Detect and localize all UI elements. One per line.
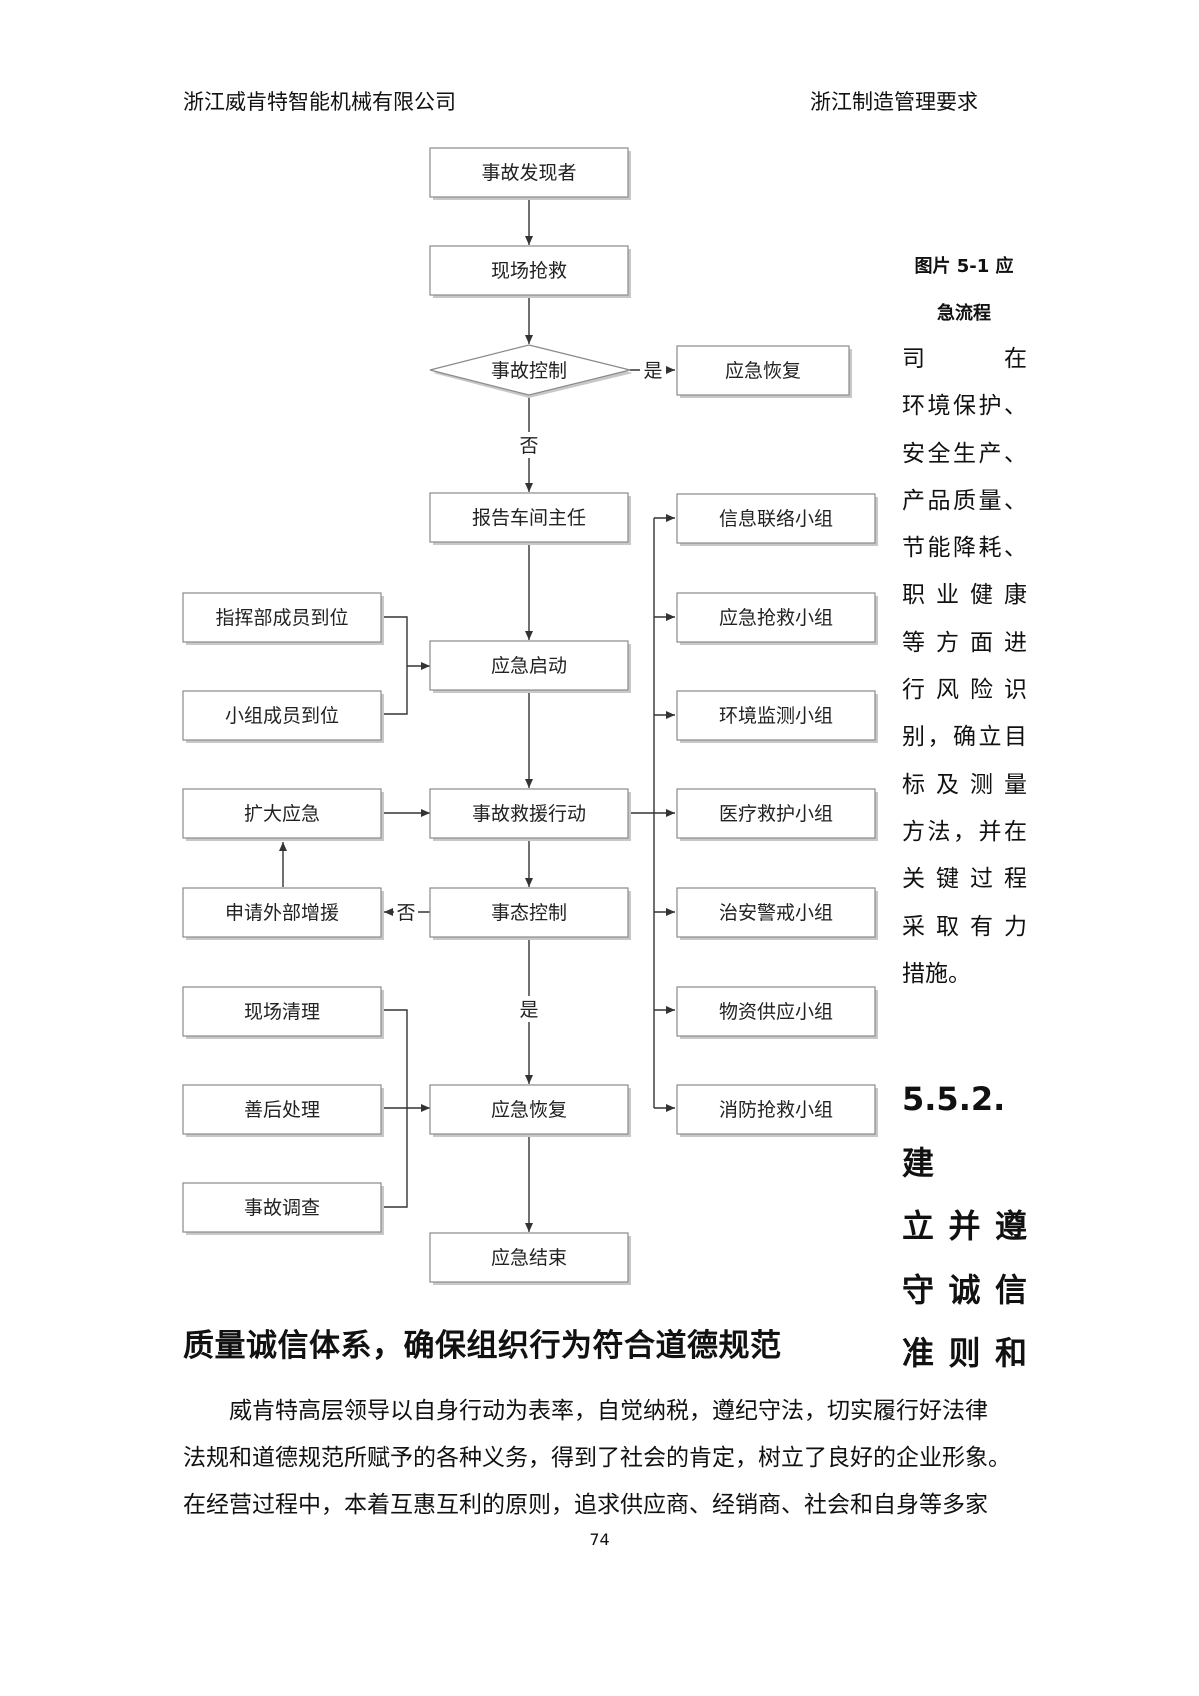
svg-text:事故救援行动: 事故救援行动 [472,803,586,825]
side-line: 关键过程 [902,866,1027,893]
node-site-cleanup: 现场清理 [182,986,384,1039]
side-line: 安全生产、 [902,440,1027,467]
node-rescue-action: 事故救援行动 [429,788,631,841]
node-emergency-recovery: 应急恢复 [429,1084,631,1137]
yes-label-1: 是 [643,360,662,382]
figure-caption-line1: 图片 5-1 应 [914,256,1014,277]
node-emergency-end: 应急结束 [429,1232,631,1285]
svg-text:申请外部增援: 申请外部增援 [225,902,339,924]
paragraph-line: 威肯特高层领导以自身行动为表率，自觉纳税，遵纪守法，切实履行好法律 [183,1398,988,1424]
side-line: 环境保护、 [902,393,1027,420]
svg-text:应急恢复: 应急恢复 [491,1099,567,1121]
side-line: 职业健康 [902,582,1027,609]
side-line: 司 在 [902,346,1027,372]
page-number: 74 [589,1530,610,1549]
node-situation-control: 事态控制 [429,887,631,940]
node-emergency-start: 应急启动 [429,640,631,693]
svg-text:小组成员到位: 小组成员到位 [225,705,339,727]
side-line: 采取有力 [902,913,1027,940]
header-company: 浙江威肯特智能机械有限公司 [183,90,456,114]
svg-text:现场清理: 现场清理 [244,1001,320,1023]
node-aftermath: 善后处理 [182,1084,384,1137]
node-investigation: 事故调查 [182,1182,384,1235]
svg-text:应急结束: 应急结束 [491,1247,567,1269]
body-paragraph: 威肯特高层领导以自身行动为表率，自觉纳税，遵纪守法，切实履行好法律 法规和道德规… [183,1388,1026,1529]
side-line: 等方面进 [902,629,1027,656]
node-team-supply: 物资供应小组 [676,986,878,1039]
yes-label-2: 是 [519,999,538,1021]
node-team-fire: 消防抢救小组 [676,1084,878,1137]
no-label-1: 否 [519,435,538,457]
node-command-members: 指挥部成员到位 [182,592,384,645]
node-team-security: 治安警戒小组 [676,887,878,940]
svg-text:事态控制: 事态控制 [491,902,567,924]
header-doc-title: 浙江制造管理要求 [810,90,978,114]
node-report-supervisor: 报告车间主任 [429,492,631,545]
svg-text:应急启动: 应急启动 [491,655,567,677]
svg-text:应急抢救小组: 应急抢救小组 [719,607,833,629]
section-heading-line: 立并遵 [902,1207,1027,1245]
paragraph-line: 在经营过程中，本着互惠互利的原则，追求供应商、经销商、社会和自身等多家 [183,1492,988,1518]
svg-text:物资供应小组: 物资供应小组 [719,1001,833,1023]
node-team-info: 信息联络小组 [676,493,878,546]
svg-text:事故发现者: 事故发现者 [481,162,576,184]
side-line: 方法，并在 [902,818,1027,845]
svg-text:扩大应急: 扩大应急 [244,803,320,825]
side-line: 行风险识 [902,677,1027,704]
node-incident-control-decision: 事故控制 [429,344,633,398]
paragraph-line: 法规和道德规范所赋予的各种义务，得到了社会的肯定，树立了良好的企业形象。 [183,1445,1011,1471]
section-heading-line: 5.5.2. 建 [902,1080,1006,1182]
node-team-members: 小组成员到位 [182,690,384,743]
svg-text:信息联络小组: 信息联络小组 [719,508,833,530]
svg-text:指挥部成员到位: 指挥部成员到位 [215,607,348,629]
node-escalate: 扩大应急 [182,788,384,841]
figure-caption-line2: 急流程 [937,303,991,324]
node-request-help: 申请外部增援 [182,887,384,940]
svg-text:消防抢救小组: 消防抢救小组 [719,1099,833,1121]
svg-text:事故调查: 事故调查 [244,1197,320,1219]
node-team-environment: 环境监测小组 [676,690,878,743]
svg-text:治安警戒小组: 治安警戒小组 [719,902,833,924]
svg-text:医疗救护小组: 医疗救护小组 [719,803,833,825]
svg-text:善后处理: 善后处理 [244,1099,320,1121]
svg-text:事故控制: 事故控制 [491,360,567,382]
node-team-rescue: 应急抢救小组 [676,592,878,645]
svg-text:现场抢救: 现场抢救 [491,260,567,282]
side-text: 司 在 环境保护、 安全生产、 产品质量、 节能降耗、 职业健康 等方面进 行风… [902,336,1027,998]
node-team-medical: 医疗救护小组 [676,788,878,841]
section-heading-line: 准则和 [902,1334,1027,1372]
node-recovery-yes: 应急恢复 [676,345,852,398]
svg-text:应急恢复: 应急恢复 [725,360,801,382]
side-line: 产品质量、 [902,487,1027,514]
side-line: 措施。 [902,960,971,987]
node-discoverer: 事故发现者 [429,147,631,200]
node-onsite-rescue: 现场抢救 [429,245,631,298]
no-label-2: 否 [396,902,415,924]
side-line: 节能降耗、 [902,535,1027,562]
section-heading: 5.5.2. 建 立并遵 守诚信 准则和 [902,1068,1027,1386]
section-subtitle: 质量诚信体系，确保组织行为符合道德规范 [183,1328,782,1364]
svg-text:报告车间主任: 报告车间主任 [472,507,586,529]
svg-text:环境监测小组: 环境监测小组 [719,705,833,727]
side-line: 别，确立目 [902,724,1027,751]
side-line: 标及测量 [902,771,1027,798]
section-heading-line: 守诚信 [902,1270,1027,1309]
